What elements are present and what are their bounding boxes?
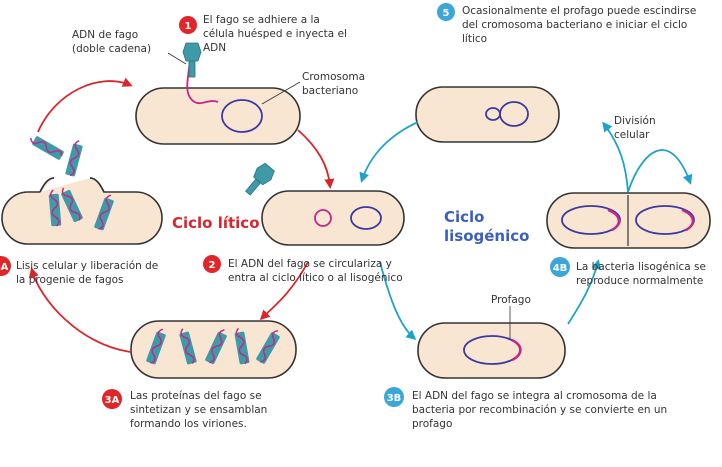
svg-text:ADN: ADN <box>203 42 226 54</box>
chromosome-pointer <box>261 81 301 105</box>
svg-text:reproduce normalmente: reproduce normalmente <box>576 275 703 287</box>
chromosome-label-2: bacteriano <box>302 85 358 97</box>
svg-text:del cromosoma bacteriano e ini: del cromosoma bacteriano e iniciar el ci… <box>462 19 687 31</box>
lysogenic-cycle-title-2: lisogénico <box>444 227 529 245</box>
chromosome-label-1: Cromosoma <box>302 71 365 83</box>
svg-text:3B: 3B <box>387 393 402 404</box>
svg-text:profago: profago <box>412 418 452 430</box>
svg-text:El ADN del fago se integra al: El ADN del fago se integra al cromosoma … <box>412 390 657 402</box>
svg-text:4A: 4A <box>0 262 9 273</box>
svg-text:2: 2 <box>209 260 216 271</box>
cell-excision <box>415 86 560 143</box>
svg-text:bacteria por recombinación y s: bacteria por recombinación y se conviert… <box>412 404 667 416</box>
svg-text:sintetizan y se ensamblan: sintetizan y se ensamblan <box>130 404 267 416</box>
cell-attachment <box>135 42 301 145</box>
step-1: 1 El fago se adhiere a la célula huésped… <box>179 14 347 54</box>
step-3a: 3A Las proteínas del fago se sintetizan … <box>102 389 267 430</box>
svg-text:formando los viriones.: formando los viriones. <box>130 418 247 430</box>
lytic-arrows <box>28 77 335 353</box>
phage-dna-pointer <box>167 52 187 65</box>
phage-dna-label-2: (doble cadena) <box>72 43 151 55</box>
svg-text:El ADN del fago se circulariza: El ADN del fago se circulariza y <box>228 258 392 270</box>
svg-text:Lisis celular y liberación de: Lisis celular y liberación de <box>16 260 158 272</box>
svg-text:El fago se adhiere a la: El fago se adhiere a la <box>203 14 320 26</box>
svg-text:1: 1 <box>185 21 192 32</box>
svg-text:la progenie de fagos: la progenie de fagos <box>16 274 124 286</box>
svg-text:4B: 4B <box>553 263 568 274</box>
svg-text:La bacteria lisogénica se: La bacteria lisogénica se <box>576 261 706 273</box>
svg-text:Las proteínas del fago se: Las proteínas del fago se <box>130 390 262 402</box>
svg-text:lítico: lítico <box>462 33 487 45</box>
cell-prophage <box>417 306 566 379</box>
step-2: 2 El ADN del fago se circulariza y entra… <box>203 255 403 284</box>
step-4b: 4B La bacteria lisogénica se reproduce n… <box>550 257 706 287</box>
step-5: 5 Ocasionalmente el profago puede escind… <box>437 3 696 45</box>
svg-text:3A: 3A <box>105 395 120 406</box>
free-phage <box>240 160 278 200</box>
cell-circularized <box>261 190 405 246</box>
phage-dna-label-1: ADN de fago <box>72 29 138 41</box>
svg-text:entra al ciclo lítico o al lis: entra al ciclo lítico o al lisogénico <box>228 272 403 284</box>
cell-division <box>546 192 711 249</box>
cell-lysis <box>1 132 163 245</box>
step-4a: 4A Lisis celular y liberación de la prog… <box>0 256 158 286</box>
lysogenic-arrows <box>359 121 693 340</box>
lysogenic-cycle-title-1: Ciclo <box>444 208 485 226</box>
cell-division-label-2: celular <box>614 129 650 141</box>
lytic-cycle-title: Ciclo lítico <box>172 214 260 232</box>
step-3b: 3B El ADN del fago se integra al cromoso… <box>384 387 667 430</box>
svg-text:célula huésped e inyecta el: célula huésped e inyecta el <box>203 28 347 40</box>
svg-text:Ocasionalmente el profago pued: Ocasionalmente el profago puede escindir… <box>462 5 696 17</box>
prophage-label: Profago <box>491 294 531 306</box>
cell-assembly <box>130 320 297 379</box>
cell-division-label-1: División <box>614 115 656 127</box>
svg-text:5: 5 <box>443 8 450 19</box>
